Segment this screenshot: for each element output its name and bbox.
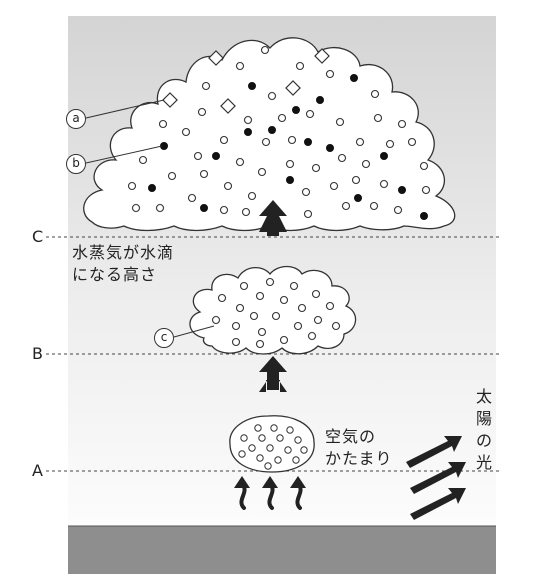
rising-air-arrows: [259, 200, 287, 390]
marker-b: b: [66, 154, 86, 174]
sunlight-char-1: 太: [475, 387, 492, 406]
leader-line-a: [85, 99, 165, 119]
condensation-line-1: 水蒸気が水滴: [72, 243, 175, 262]
middle-cloud-droplets: [211, 277, 341, 349]
air-mass: [229, 415, 315, 473]
condensation-line-2: になる高さ: [72, 265, 158, 284]
level-label-a: A: [32, 461, 43, 480]
sunlight-label: 太 陽 の 光: [474, 386, 494, 474]
air-mass-droplets: [238, 424, 308, 470]
ground: [68, 526, 496, 574]
air-mass-line-2: かたまり: [325, 449, 393, 468]
upward-arrows: [259, 204, 287, 392]
marker-a: a: [66, 109, 86, 129]
level-label-b: B: [32, 344, 43, 363]
leader-line-c: [173, 325, 215, 338]
rain-drops: [148, 74, 428, 220]
sunlight-char-2: 陽: [475, 409, 492, 428]
ice-crystals: [162, 48, 330, 114]
condensation-height-label: 水蒸気が水滴 になる高さ: [72, 242, 174, 286]
water-droplets: [127, 45, 431, 219]
marker-c: c: [154, 328, 174, 348]
sunlight-char-4: 光: [475, 453, 492, 472]
sunlight-arrows: [406, 436, 466, 520]
sunlight-char-3: の: [475, 431, 492, 450]
air-mass-label: 空気の かたまり: [325, 426, 393, 470]
level-label-c: C: [32, 227, 44, 246]
leader-line-b: [85, 145, 163, 164]
middle-cloud: [189, 265, 357, 355]
heat-arrow-heads: [234, 476, 306, 488]
air-mass-line-1: 空気の: [325, 427, 377, 446]
large-cloud: [83, 37, 456, 232]
